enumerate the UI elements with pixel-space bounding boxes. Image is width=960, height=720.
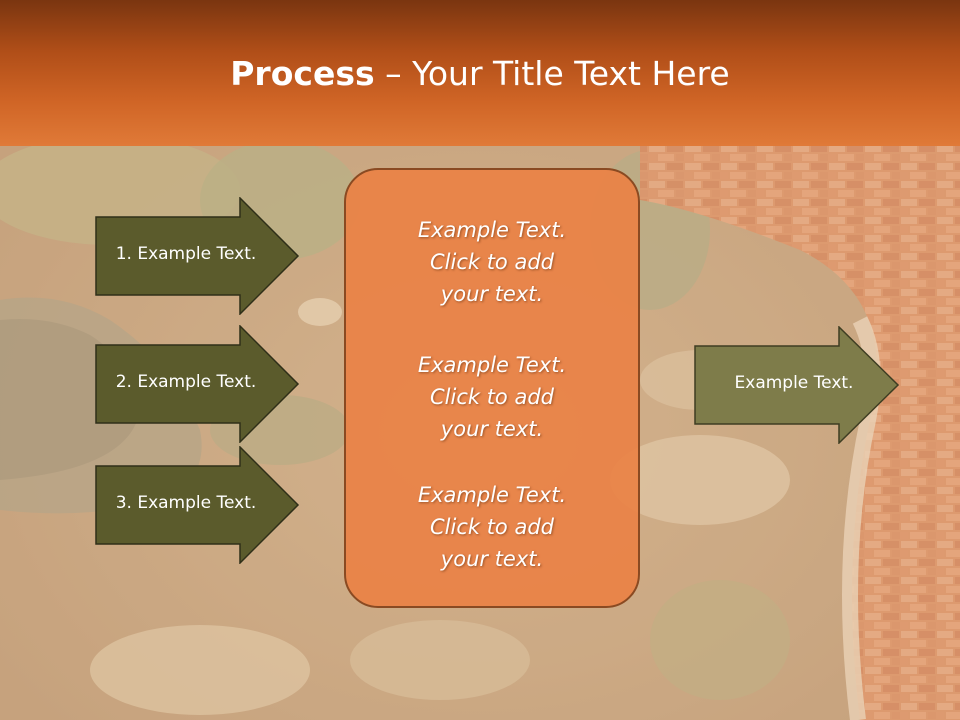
paragraph-line: Click to add <box>429 385 554 409</box>
arrow-shape <box>95 325 300 443</box>
right-arrow-label: Example Text. <box>734 373 854 393</box>
paragraph-line: Click to add <box>429 250 554 274</box>
title-bar <box>0 0 960 146</box>
center-paragraph-1: Example Text. Click to add your text. <box>346 214 638 310</box>
title-dash: – <box>374 54 413 93</box>
center-paragraph-3: Example Text. Click to add your text. <box>346 479 638 575</box>
paragraph-line: Example Text. <box>417 483 567 507</box>
center-text-box[interactable]: Example Text. Click to add your text. Ex… <box>344 168 640 608</box>
paragraph-line: Example Text. <box>417 218 567 242</box>
title-bold: Process <box>230 54 375 93</box>
left-arrow-1[interactable]: 1. Example Text. <box>95 197 300 315</box>
left-arrow-2-label: 2. Example Text. <box>115 372 257 392</box>
slide-title[interactable]: Process – Your Title Text Here <box>0 52 960 96</box>
paragraph-line: your text. <box>440 547 544 571</box>
arrow-shape <box>95 197 300 315</box>
right-arrow[interactable]: Example Text. <box>694 326 900 444</box>
left-arrow-1-label: 1. Example Text. <box>115 244 257 264</box>
paragraph-line: your text. <box>440 282 544 306</box>
left-arrow-3-label: 3. Example Text. <box>115 493 257 513</box>
title-rest: Your Title Text Here <box>412 54 730 93</box>
paragraph-line: your text. <box>440 417 544 441</box>
center-paragraph-2: Example Text. Click to add your text. <box>346 349 638 445</box>
left-arrow-2[interactable]: 2. Example Text. <box>95 325 300 443</box>
left-arrow-3[interactable]: 3. Example Text. <box>95 446 300 564</box>
paragraph-line: Example Text. <box>417 353 567 377</box>
paragraph-line: Click to add <box>429 515 554 539</box>
arrow-shape <box>694 326 900 444</box>
arrow-shape <box>95 446 300 564</box>
